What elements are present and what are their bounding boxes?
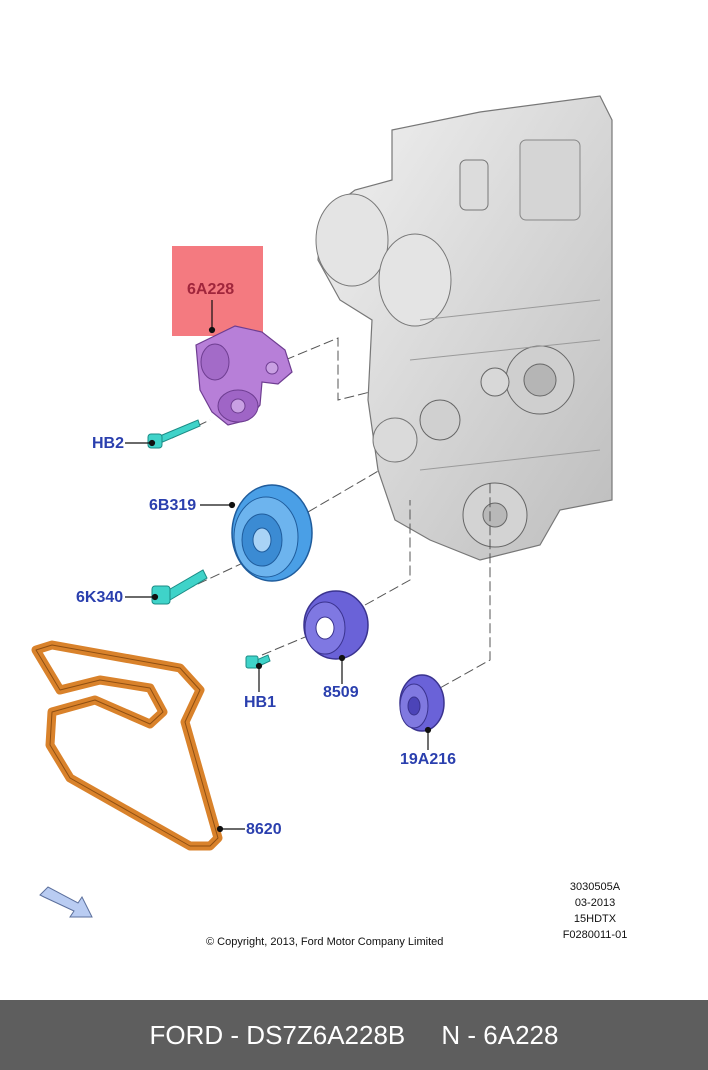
- meta-line-2: 03-2013: [574, 897, 616, 909]
- highlight-box: [172, 246, 263, 336]
- belt-tensioner[interactable]: [195, 325, 293, 426]
- copyright-notice: © Copyright, 2013, Ford Motor Company Li…: [206, 936, 444, 948]
- parts-diagram: [31, 95, 613, 918]
- drive-belt[interactable]: [31, 640, 223, 851]
- meta-line-3: 15HDTX: [573, 913, 617, 925]
- callout-6a228[interactable]: 6A228: [187, 281, 235, 298]
- idler-pulley-8509[interactable]: [303, 590, 369, 660]
- leader-lines: [125, 300, 432, 833]
- crankshaft-pulley[interactable]: [231, 484, 313, 582]
- callout-8620[interactable]: 8620: [246, 821, 282, 838]
- part-number-footer: FORD - DS7Z6A228B N - 6A228: [0, 1000, 708, 1070]
- diagram-metadata: 3030505A 03-2013 15HDTX F0280011-01: [540, 879, 650, 943]
- view-direction-arrow-icon: [39, 886, 93, 918]
- callout-8509[interactable]: 8509: [323, 684, 359, 701]
- callout-6k340[interactable]: 6K340: [76, 589, 124, 606]
- meta-line-4: F0280011-01: [562, 929, 628, 941]
- engine-block: [315, 95, 613, 561]
- callout-6b319[interactable]: 6B319: [149, 497, 197, 514]
- callout-19a216[interactable]: 19A216: [400, 751, 457, 768]
- meta-line-1: 3030505A: [569, 881, 621, 893]
- bolt-6k340[interactable]: [151, 569, 208, 605]
- callout-hb1[interactable]: HB1: [244, 694, 277, 711]
- callout-hb2[interactable]: HB2: [92, 435, 125, 452]
- idler-pulley-19a216[interactable]: [399, 674, 445, 732]
- bolt-hb2[interactable]: [147, 419, 201, 449]
- footer-text: FORD - DS7Z6A228B N - 6A228: [149, 1019, 559, 1050]
